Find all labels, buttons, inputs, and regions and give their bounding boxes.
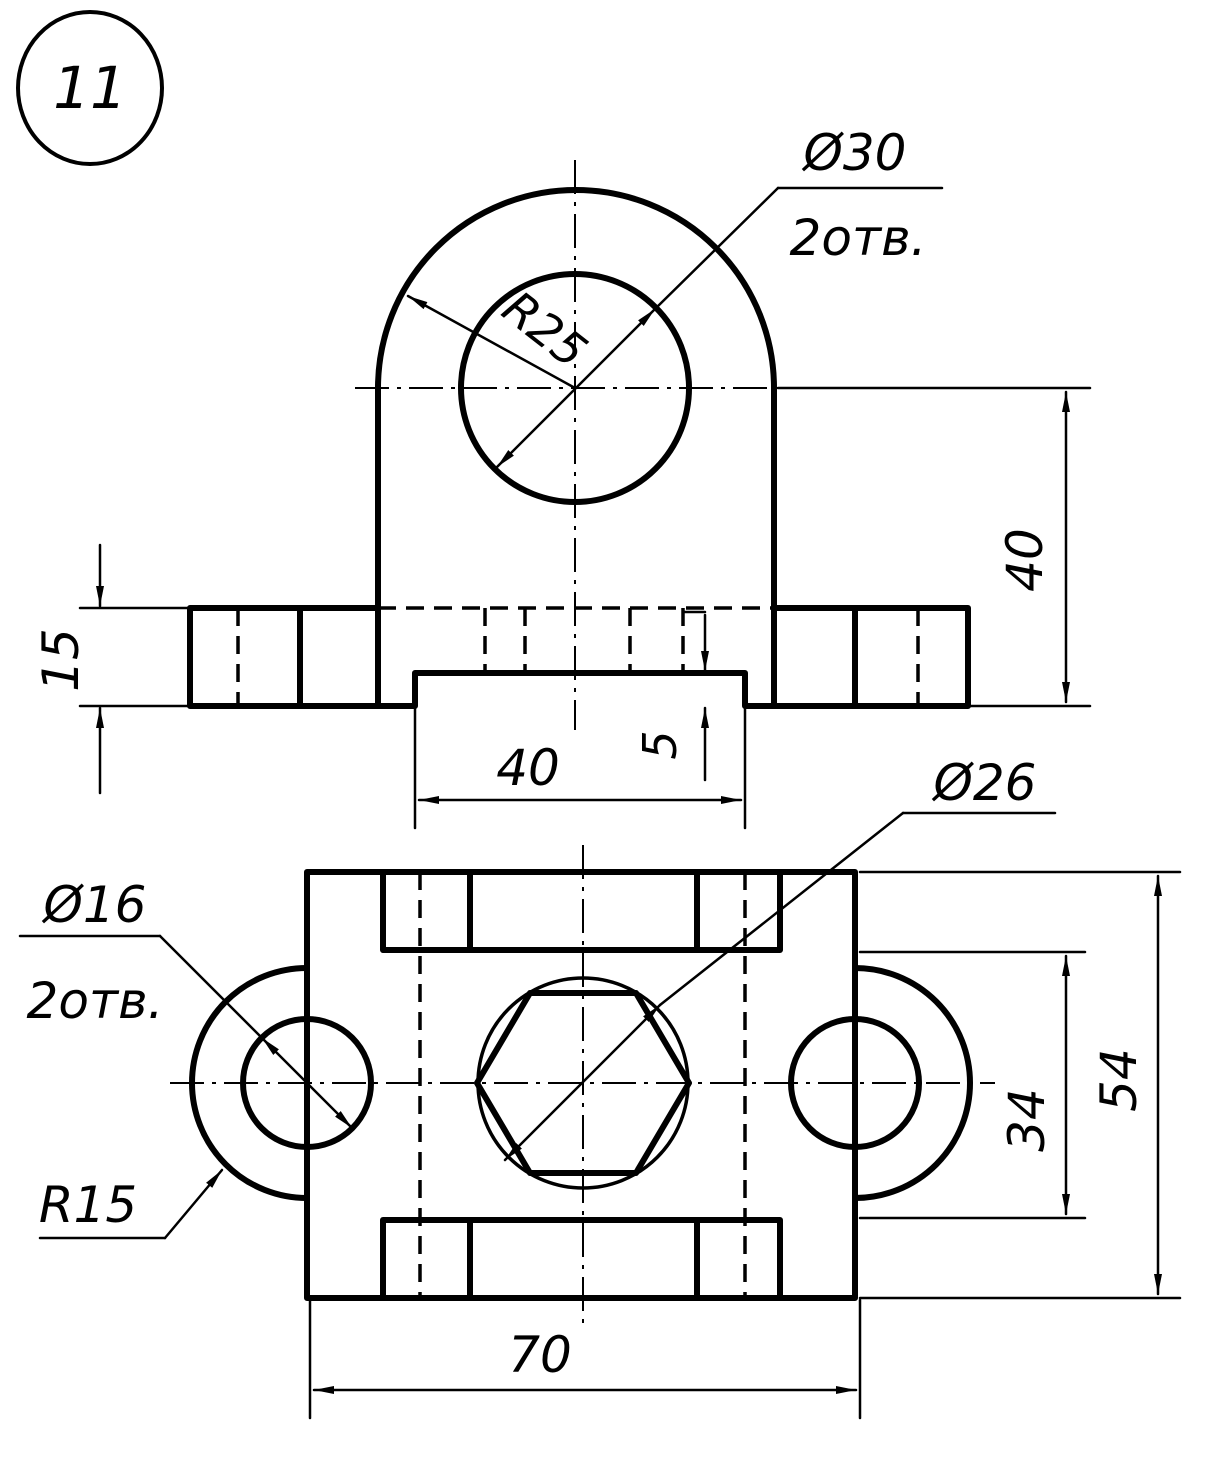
dia16-leader: [158, 934, 264, 1040]
r15-leader: [163, 1168, 224, 1240]
upright-outline: [375, 187, 777, 611]
overall-length-label: 70: [508, 1326, 572, 1384]
base-thickness-label: 15: [32, 628, 90, 692]
top-rect-top: [304, 869, 858, 971]
front-hole: [458, 271, 692, 505]
dia30-dimension-line: [495, 307, 657, 469]
left-lug-hole: [240, 1016, 374, 1150]
dia30-leader: [653, 186, 780, 311]
front-hole-diameter-label: Ø30: [802, 124, 907, 182]
top-view: Ø26 Ø16 2отв. R15 34 54 70: [18, 754, 1182, 1420]
upper-upright-slot: [380, 869, 783, 953]
left-lug: [189, 965, 310, 1201]
overall-depth-label: 54: [1090, 1048, 1148, 1112]
recess-depth-label: 5: [633, 730, 687, 759]
sheet-number-badge: 11: [16, 10, 164, 166]
lug-radius-label: R15: [39, 1176, 137, 1234]
boss-width-label: 40: [496, 739, 560, 797]
hex-circle-diameter-label: Ø26: [932, 754, 1037, 812]
front-height-label: 40: [996, 528, 1054, 592]
lower-upright-slot: [380, 1217, 783, 1301]
dia16-dimension-line: [260, 1036, 354, 1130]
top-hole-count-label: 2отв.: [27, 972, 164, 1030]
inner-width-label: 34: [998, 1088, 1056, 1152]
hex-nut: [474, 990, 692, 1176]
dia26-leader: [658, 811, 905, 1007]
top-hole-diameter-label: Ø16: [42, 876, 147, 934]
right-lug-hole: [788, 1016, 922, 1150]
top-rect-bottom: [304, 1195, 858, 1301]
front-hole-count-label: 2отв.: [790, 209, 927, 267]
base-plate-outline: [187, 605, 971, 709]
dia26-dimension-line: [503, 1003, 662, 1162]
sheet-number: 11: [53, 54, 127, 122]
front-view: 40 15 40 5 R25 Ø30 2отв.: [32, 124, 1092, 830]
right-lug: [852, 965, 973, 1201]
